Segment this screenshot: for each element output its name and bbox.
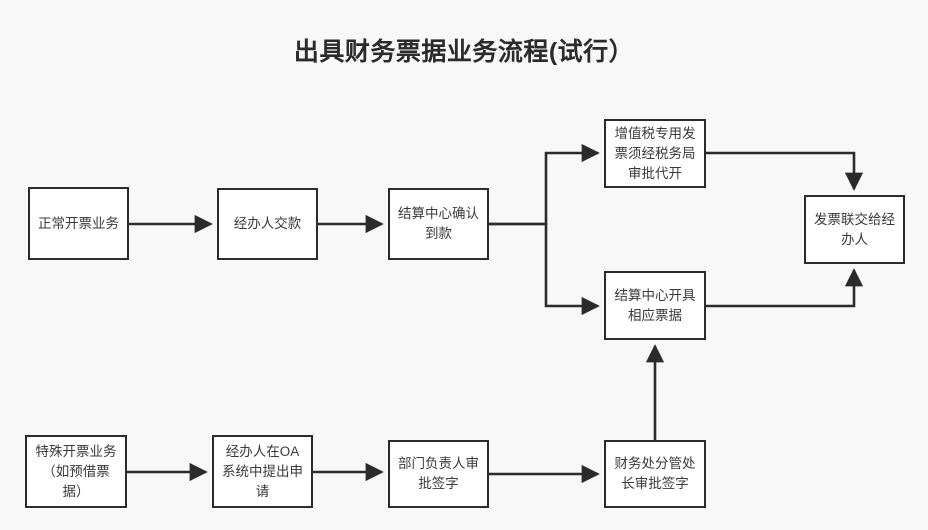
node-normal-invoice-business[interactable]: 正常开票业务 xyxy=(28,187,129,260)
node-settlement-center-confirm[interactable]: 结算中心确认 到款 xyxy=(388,188,489,260)
node-handler-payment[interactable]: 经办人交款 xyxy=(217,188,318,260)
edge-n3-n4 xyxy=(489,143,600,226)
node-deliver-invoice-to-handler[interactable]: 发票联交给经 办人 xyxy=(804,195,905,264)
edge-n3-n5 xyxy=(489,222,600,316)
edge-n5-n6 xyxy=(706,268,864,308)
node-finance-director-approval[interactable]: 财务处分管处 长审批签字 xyxy=(604,440,706,508)
node-department-head-approval[interactable]: 部门负责人审 批签字 xyxy=(388,440,489,508)
node-special-invoice-business[interactable]: 特殊开票业务 （如预借票 据） xyxy=(25,435,127,508)
edge-n4-n6 xyxy=(706,151,864,191)
node-oa-application[interactable]: 经办人在OA 系统中提出申 请 xyxy=(212,435,313,508)
node-settlement-center-issue[interactable]: 结算中心开具 相应票据 xyxy=(604,271,706,340)
node-vat-special-invoice-tax-bureau[interactable]: 增值税专用发 票须经税务局 审批代开 xyxy=(604,119,706,188)
page-title: 出具财务票据业务流程(试行） xyxy=(293,38,635,66)
